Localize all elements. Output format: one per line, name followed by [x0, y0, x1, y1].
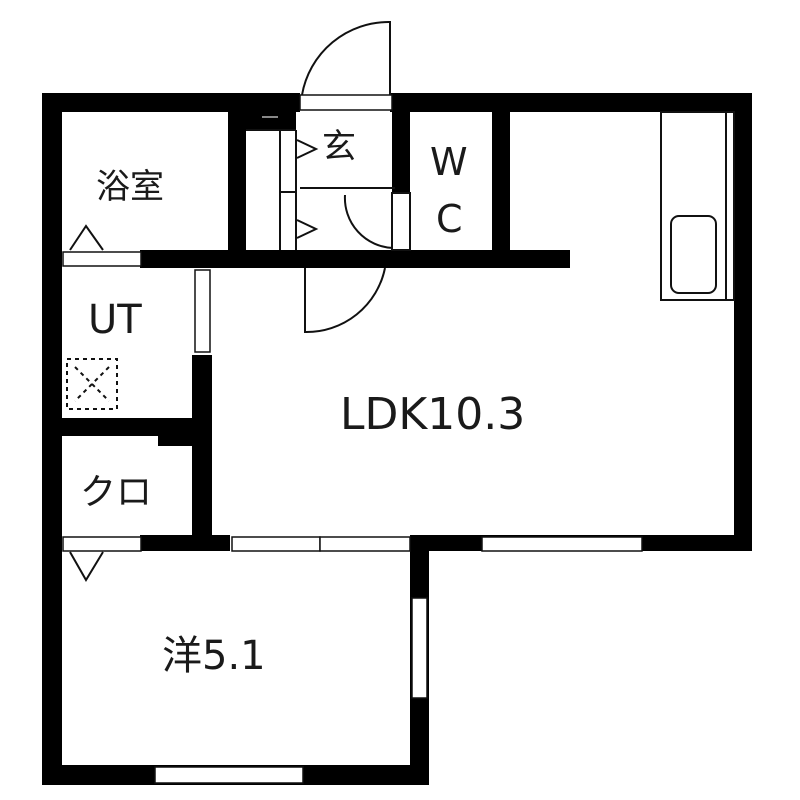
room-label-western: 洋5.1 — [162, 633, 266, 679]
windows — [62, 94, 643, 784]
room-label-closet: クロ — [80, 472, 153, 513]
room-label-ldk: LDK10.3 — [340, 389, 526, 440]
room-label-wc-w: W — [430, 140, 468, 184]
room-label-wc-c: C — [436, 197, 463, 241]
markers — [69, 224, 104, 582]
door-swings — [300, 20, 411, 334]
storage — [246, 116, 319, 250]
room-label-bath: 浴室 — [96, 167, 164, 207]
room-label-utility: UT — [88, 297, 142, 343]
room-label-entrance: 玄 — [322, 127, 356, 167]
kitchen-counter — [660, 111, 735, 301]
washer-pan-icon — [66, 358, 118, 410]
